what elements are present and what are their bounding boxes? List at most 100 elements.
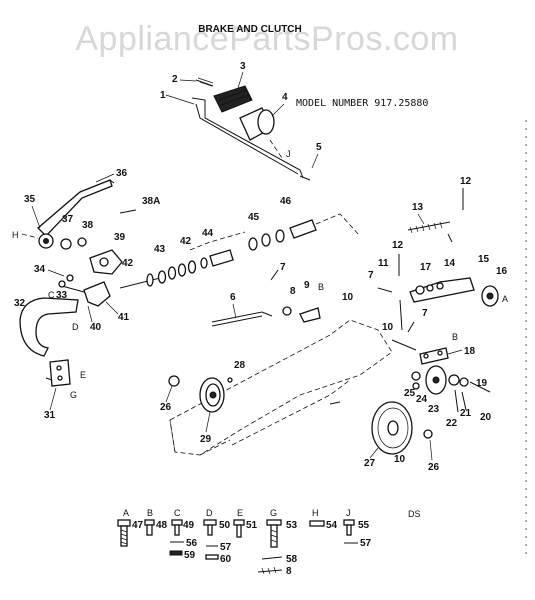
bracket-39 [89,249,123,275]
marker-b-right: B [452,332,458,342]
pin-icon-59 [169,550,183,556]
watermark: AppliancePartsPros.com [75,20,458,58]
callout-7a: 7 [280,262,286,273]
legend-part-47: 47 [132,520,144,531]
wheel-27 [371,401,433,455]
callout-37: 37 [62,214,74,225]
washer-26-left [168,375,180,387]
brake-arm [391,339,449,365]
callout-13: 13 [412,202,424,213]
pin-7-left [270,269,279,281]
callout-38a: 38A [142,196,160,207]
callout-42a: 42 [122,258,134,269]
callout-12b: 12 [392,240,404,251]
screw-icon [144,519,155,536]
callout-35: 35 [24,194,36,205]
legend-letter-g: G [270,508,277,518]
callout-6: 6 [230,292,236,303]
legend-extra-8: 8 [286,566,292,577]
bracket-31 [45,359,71,387]
callout-32: 32 [14,298,26,309]
clutch-lever-assembly [191,77,311,181]
legend-part-50: 50 [219,520,231,531]
callout-20: 20 [480,412,492,423]
legend-part-54: 54 [326,520,338,531]
spring-icon-8 [257,569,283,573]
callout-44: 44 [202,228,214,239]
legend-extra-60: 60 [220,554,232,565]
legend-letter-e: E [237,508,243,518]
legend-extra-57a: 57 [220,542,232,553]
machine-screw-icon [233,519,245,538]
callout-42b: 42 [180,236,192,247]
pin-icon-60 [205,554,219,560]
callout-34: 34 [34,264,46,275]
legend-letter-a: A [123,508,129,518]
callout-3: 3 [240,61,246,72]
callout-28: 28 [234,360,246,371]
callout-12a: 12 [460,176,472,187]
deck-housing [169,319,393,456]
callout-9: 9 [304,280,310,291]
callout-26b: 26 [428,462,440,473]
callout-29: 29 [200,434,212,445]
callout-18: 18 [464,346,476,357]
legend-extra-58: 58 [286,554,298,565]
callout-22: 22 [446,418,458,429]
pulley-23 [411,365,491,413]
legend-part-49: 49 [183,520,195,531]
marker-j: J [286,149,291,159]
callout-8: 8 [290,286,296,297]
callout-19: 19 [476,378,488,389]
control-lever [21,179,137,250]
callout-7c: 7 [422,308,428,319]
callout-16: 16 [496,266,508,277]
stud-bolt-icon [343,519,355,536]
legend-letter-b: B [147,508,153,518]
deck-bolt [329,401,341,405]
part-callouts: 1 2 3 4 5 6 7 7 7 8 9 10 10 10 11 12 12 … [14,61,508,473]
callout-43: 43 [154,244,166,255]
callout-17: 17 [420,262,432,273]
letter-markers: H C D E G B B A J [12,149,508,400]
callout-21: 21 [460,408,472,419]
spring-13 [407,221,451,234]
marker-e: E [80,370,86,380]
legend-letter-c: C [174,508,181,518]
nut-icon [309,520,325,527]
callout-10b: 10 [382,322,394,333]
legend-extra-59: 59 [184,550,196,561]
callout-45: 45 [248,212,260,223]
marker-c: C [48,290,55,300]
callout-10a: 10 [342,292,354,303]
callout-2: 2 [172,74,178,85]
rod-6 [211,311,273,327]
marker-g: G [70,390,77,400]
callout-14: 14 [444,258,456,269]
legend-letter-d: D [206,508,213,518]
hardware-legend: DS A 47 B 48 C 49 56 59 D 50 57 [117,508,421,577]
pulley-29 [199,377,233,413]
spring-coil-icon [261,566,277,575]
callout-41: 41 [118,312,130,323]
callout-27: 27 [364,458,376,469]
pin-7-mid [377,287,393,293]
pin-icon-58 [261,556,283,560]
pin-7-lower [407,321,415,333]
legend-part-48: 48 [156,520,168,531]
callout-15: 15 [478,254,490,265]
callout-4: 4 [282,92,288,103]
legend-part-51: 51 [246,520,258,531]
carriage-bolt-icon [203,519,217,536]
marker-d: D [72,322,79,332]
callout-23: 23 [428,404,440,415]
legend-code: DS [408,509,421,519]
legend-letter-j: J [346,508,351,518]
callout-10c: 10 [394,454,406,465]
callout-33: 33 [56,290,68,301]
clutch-fork [58,274,111,307]
legend-part-53: 53 [286,520,298,531]
brake-lever-assembly [399,277,499,331]
